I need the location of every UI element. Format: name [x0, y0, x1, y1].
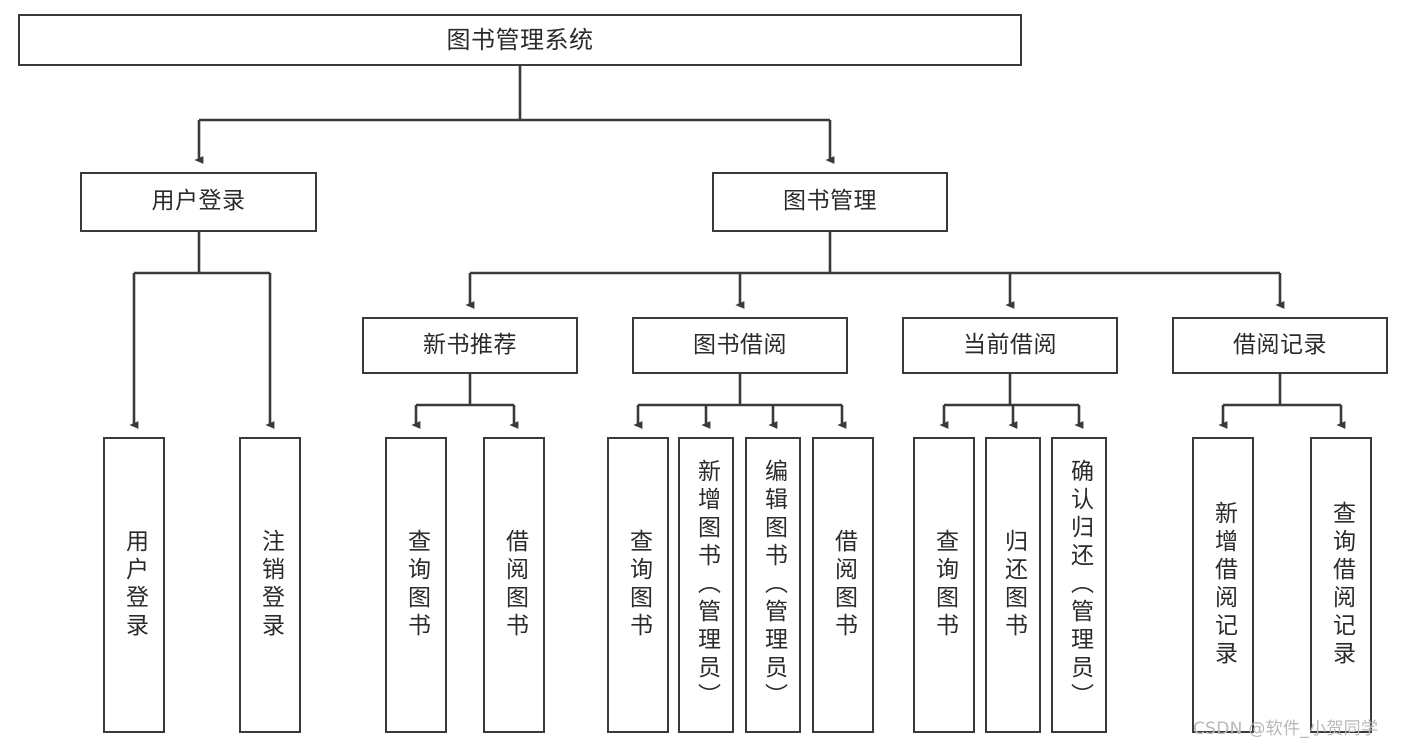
- node-root-label: 图书管理系统: [446, 25, 594, 54]
- node-leaf-user-login-label: 用户登录: [121, 529, 148, 641]
- node-leaf-user-login[interactable]: 用户登录: [103, 437, 165, 733]
- node-leaf-query-record[interactable]: 查询借阅记录: [1310, 437, 1372, 733]
- node-book-manage-label: 图书管理: [783, 188, 877, 215]
- node-borrow-record[interactable]: 借阅记录: [1172, 317, 1388, 374]
- node-leaf-borrow-book-2-label: 借阅图书: [830, 529, 857, 641]
- node-leaf-query-book-1-label: 查询图书: [403, 529, 430, 641]
- node-leaf-add-book[interactable]: 新增图书（管理员）: [678, 437, 734, 733]
- node-current-borrow[interactable]: 当前借阅: [902, 317, 1118, 374]
- node-new-book-rec-label: 新书推荐: [423, 331, 517, 358]
- node-user-login-label: 用户登录: [151, 188, 246, 215]
- node-leaf-add-record[interactable]: 新增借阅记录: [1192, 437, 1254, 733]
- node-leaf-borrow-book-2[interactable]: 借阅图书: [812, 437, 874, 733]
- node-book-manage[interactable]: 图书管理: [712, 172, 948, 232]
- node-leaf-query-book-2-label: 查询图书: [625, 529, 652, 641]
- node-leaf-logout[interactable]: 注销登录: [239, 437, 301, 733]
- node-current-borrow-label: 当前借阅: [963, 331, 1057, 358]
- node-leaf-confirm-return[interactable]: 确认归还（管理员）: [1051, 437, 1107, 733]
- node-root[interactable]: 图书管理系统: [18, 14, 1022, 66]
- node-leaf-edit-book-label: 编辑图书（管理员）: [760, 459, 787, 711]
- node-leaf-query-book-3[interactable]: 查询图书: [913, 437, 975, 733]
- node-leaf-return-book-label: 归还图书: [1000, 529, 1027, 641]
- node-new-book-rec[interactable]: 新书推荐: [362, 317, 578, 374]
- node-leaf-edit-book[interactable]: 编辑图书（管理员）: [745, 437, 801, 733]
- node-leaf-add-book-label: 新增图书（管理员）: [693, 459, 720, 711]
- node-leaf-query-book-2[interactable]: 查询图书: [607, 437, 669, 733]
- node-user-login[interactable]: 用户登录: [80, 172, 317, 232]
- watermark-text: CSDN @软件_小贺同学: [1193, 719, 1379, 739]
- node-book-borrow-label: 图书借阅: [693, 331, 787, 358]
- node-leaf-query-book-1[interactable]: 查询图书: [385, 437, 447, 733]
- node-leaf-borrow-book-1[interactable]: 借阅图书: [483, 437, 545, 733]
- node-leaf-confirm-return-label: 确认归还（管理员）: [1066, 459, 1093, 711]
- node-leaf-query-record-label: 查询借阅记录: [1328, 501, 1355, 669]
- node-leaf-return-book[interactable]: 归还图书: [985, 437, 1041, 733]
- node-leaf-query-book-3-label: 查询图书: [931, 529, 958, 641]
- node-borrow-record-label: 借阅记录: [1233, 331, 1327, 358]
- node-leaf-add-record-label: 新增借阅记录: [1210, 501, 1237, 669]
- node-book-borrow[interactable]: 图书借阅: [632, 317, 848, 374]
- node-leaf-logout-label: 注销登录: [257, 529, 284, 641]
- node-leaf-borrow-book-1-label: 借阅图书: [501, 529, 528, 641]
